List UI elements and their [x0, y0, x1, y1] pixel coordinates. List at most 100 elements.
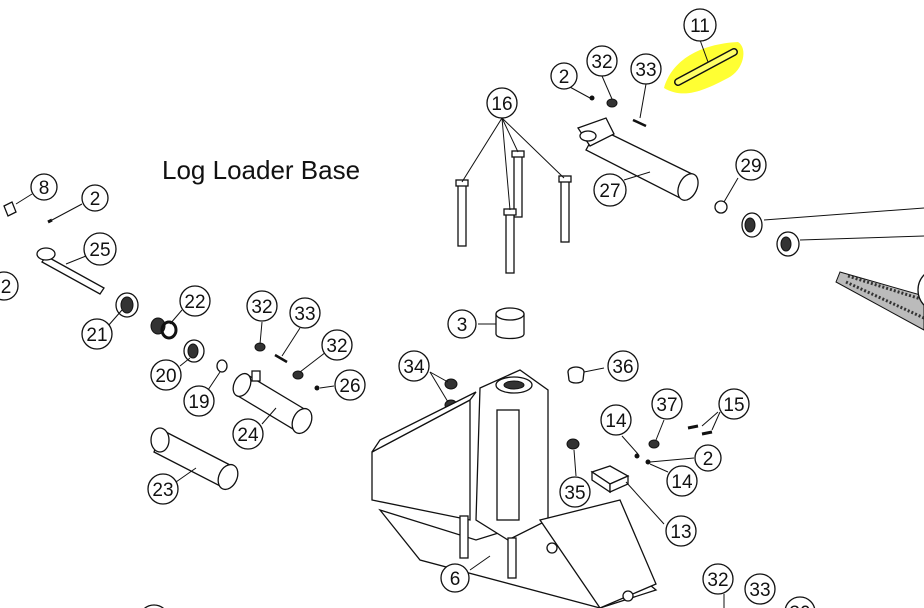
svg-text:8: 8 [39, 178, 50, 199]
svg-text:33: 33 [294, 304, 315, 325]
svg-text:20: 20 [155, 366, 176, 387]
svg-text:2: 2 [703, 449, 714, 470]
part-32-nut-mid[interactable] [254, 342, 266, 352]
callout-8: 8 [30, 173, 58, 201]
svg-text:2: 2 [559, 67, 570, 88]
callout-30-partial: 30 [784, 596, 816, 608]
svg-text:6: 6 [450, 569, 461, 590]
svg-text:32: 32 [251, 297, 272, 318]
svg-text:32: 32 [591, 52, 612, 73]
part-13-pad[interactable] [590, 465, 630, 494]
callout-1-partial: 1 [143, 604, 165, 608]
svg-text:16: 16 [491, 94, 512, 115]
bushing-right-2[interactable] [776, 231, 800, 257]
bushing-right-1[interactable] [741, 212, 763, 238]
svg-text:2: 2 [1, 277, 12, 298]
svg-text:32: 32 [326, 336, 347, 357]
callout-14-lower: 14 [666, 465, 698, 497]
part-23-cylinder[interactable] [150, 427, 242, 493]
part-8-bushing[interactable] [3, 201, 17, 217]
svg-text:24: 24 [237, 425, 259, 446]
part-27-cylinder[interactable] [576, 117, 702, 203]
part-36-cap[interactable] [567, 366, 585, 384]
svg-text:36: 36 [612, 357, 633, 378]
part-29-nut[interactable] [714, 200, 728, 214]
svg-text:2: 2 [90, 189, 101, 210]
callout-32-mid2: 32 [321, 329, 353, 361]
callout-36: 36 [607, 350, 639, 382]
svg-text:35: 35 [564, 483, 585, 504]
callout-22: 22 [179, 285, 211, 317]
callout-34: 34 [398, 350, 430, 382]
callout-2-edge: 2 [0, 271, 19, 301]
part-3-bushing[interactable] [495, 307, 525, 340]
callout-16: 16 [486, 87, 518, 119]
svg-text:19: 19 [188, 392, 209, 413]
callout-14-upper: 14 [600, 404, 632, 436]
svg-text:30: 30 [789, 603, 810, 608]
svg-text:33: 33 [749, 580, 770, 601]
callout-23: 23 [147, 473, 179, 505]
part-6-base-frame[interactable] [371, 369, 658, 608]
svg-text:23: 23 [152, 480, 173, 501]
svg-text:13: 13 [670, 522, 691, 543]
svg-text:37: 37 [656, 395, 677, 416]
callout-33-bottom: 33 [744, 573, 776, 605]
part-2-pin-left[interactable] [47, 218, 53, 224]
svg-text:26: 26 [339, 376, 360, 397]
svg-text:21: 21 [86, 325, 107, 346]
callout-15: 15 [718, 388, 750, 420]
callout-13: 13 [665, 515, 697, 547]
part-26-pin[interactable] [314, 385, 320, 391]
svg-text:22: 22 [184, 292, 205, 313]
part-32-nut-top[interactable] [606, 98, 618, 108]
callout-29: 29 [735, 149, 767, 181]
callout-24: 24 [232, 418, 264, 450]
callout-2-left: 2 [81, 184, 109, 212]
callout-35: 35 [559, 476, 591, 508]
svg-text:14: 14 [605, 411, 627, 432]
part-24-tube[interactable] [230, 370, 316, 437]
part-32-nut-mid2[interactable] [292, 370, 304, 380]
part-37-nut[interactable] [648, 439, 660, 449]
svg-text:33: 33 [635, 60, 656, 81]
part-15-bolts[interactable] [687, 424, 713, 436]
part-2-pin-top[interactable] [589, 95, 595, 101]
svg-text:15: 15 [723, 395, 744, 416]
callout-26: 26 [334, 369, 366, 401]
callout-27: 27 [593, 173, 627, 207]
part-22-seal[interactable] [150, 317, 178, 340]
svg-text:25: 25 [89, 240, 110, 261]
callout-25: 25 [83, 232, 117, 266]
svg-text:29: 29 [740, 156, 761, 177]
callout-6: 6 [440, 563, 470, 593]
callout-19: 19 [183, 385, 215, 417]
part-33-cotter-mid[interactable] [274, 353, 288, 364]
callout-33-mid: 33 [289, 297, 321, 329]
part-33-cotter-top[interactable] [632, 118, 647, 128]
callout-2-right: 2 [694, 444, 722, 472]
part-14-washers[interactable] [634, 453, 651, 465]
leader-lines [15, 39, 739, 608]
callout-32-mid: 32 [246, 290, 278, 322]
part-11-pin-highlighted[interactable] [664, 42, 744, 94]
callout-33-top: 33 [630, 53, 662, 85]
svg-text:11: 11 [690, 16, 710, 37]
svg-text:32: 32 [707, 570, 728, 591]
callout-32-top: 32 [586, 45, 618, 77]
part-19-nut[interactable] [216, 359, 228, 373]
diagram-title: Log Loader Base [162, 155, 361, 185]
callout-2-top: 2 [550, 62, 578, 90]
svg-text:3: 3 [457, 315, 468, 336]
callout-21: 21 [81, 318, 113, 350]
svg-text:14: 14 [671, 472, 693, 493]
part-20-bearing[interactable] [183, 339, 205, 363]
part-25-cylinder-rod[interactable] [36, 247, 105, 295]
threaded-rod-right[interactable] [835, 271, 924, 331]
part-35-fitting[interactable] [566, 438, 580, 450]
svg-text:34: 34 [403, 357, 425, 378]
callout-20: 20 [150, 359, 182, 391]
callout-32-bottom: 32 [702, 563, 734, 595]
part-16-bolts[interactable] [455, 150, 572, 274]
